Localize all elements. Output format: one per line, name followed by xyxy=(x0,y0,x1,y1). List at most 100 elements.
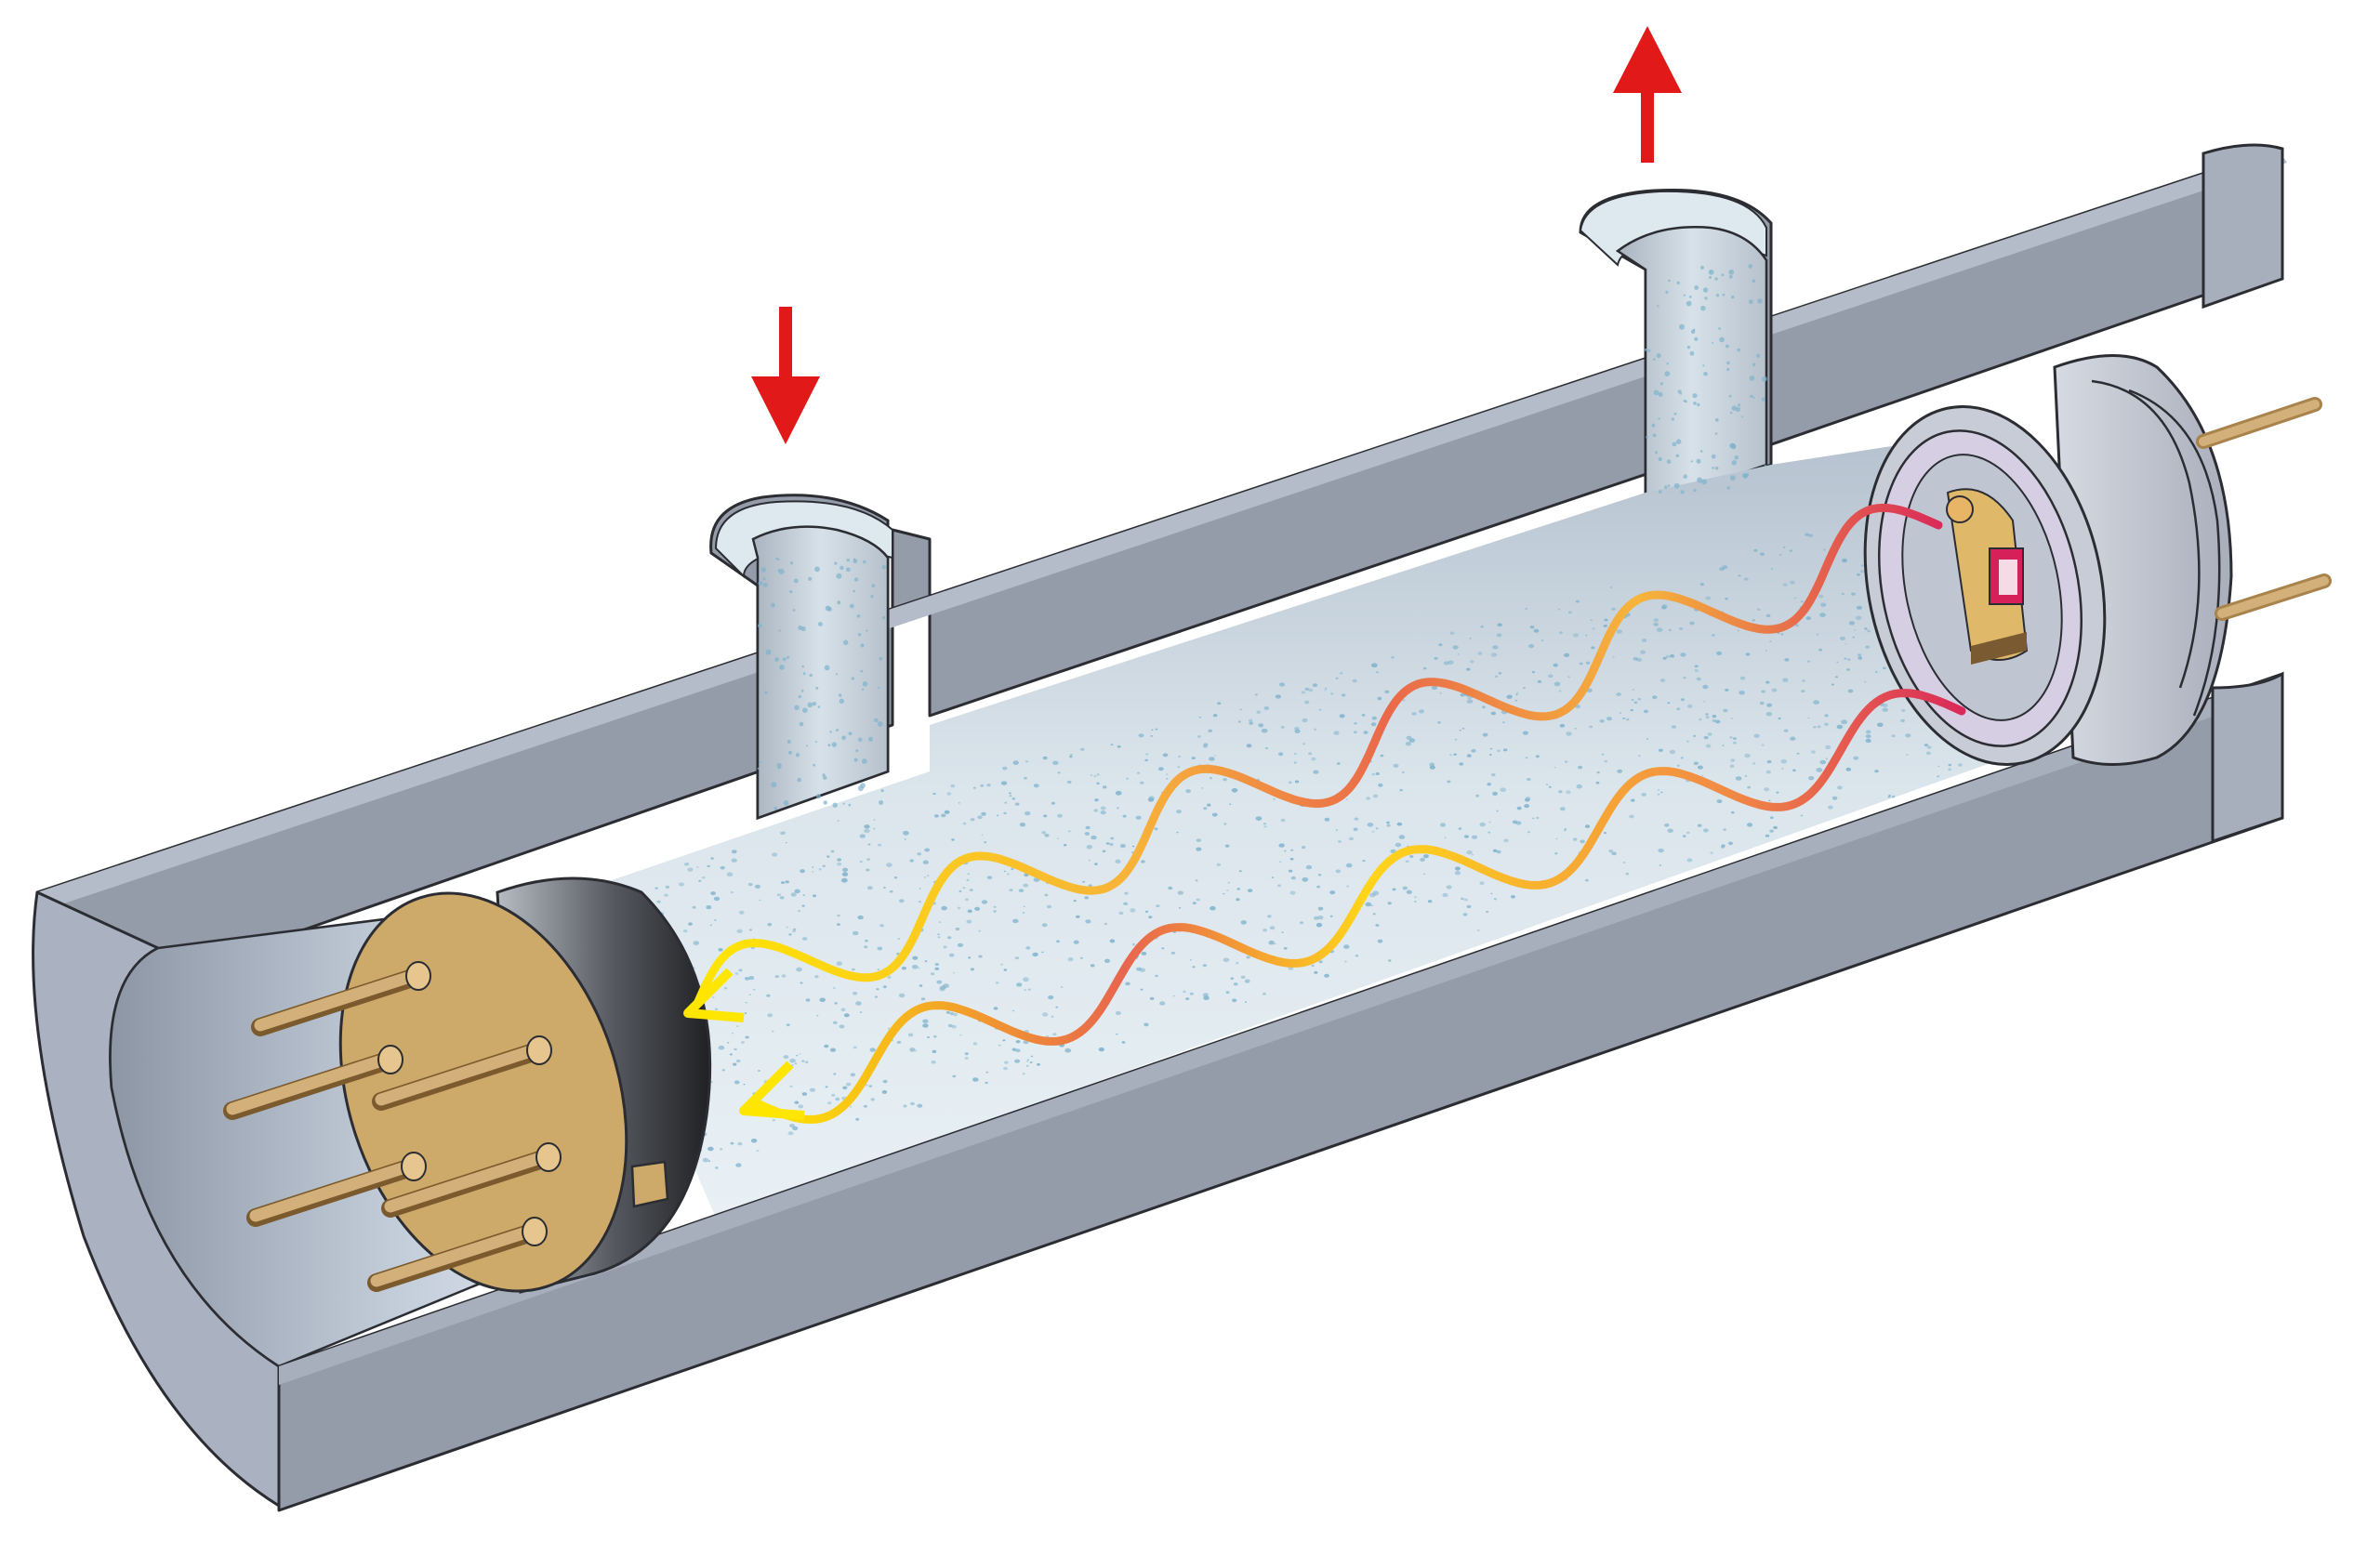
gas-particle xyxy=(1836,661,1839,664)
gas-particle xyxy=(1744,753,1751,758)
gas-particle xyxy=(1664,371,1671,376)
gas-particle xyxy=(1457,653,1460,655)
gas-particle xyxy=(1420,857,1425,862)
gas-particle xyxy=(1761,690,1765,693)
gas-particle xyxy=(1431,685,1438,691)
gas-particle xyxy=(1313,770,1319,774)
gas-particle xyxy=(1014,956,1020,960)
gas-particle xyxy=(1109,939,1116,943)
gas-particle xyxy=(1633,701,1638,704)
gas-particle xyxy=(1699,718,1702,721)
gas-particle xyxy=(1386,824,1391,827)
gas-particle xyxy=(1630,708,1634,712)
gas-particle xyxy=(1105,842,1110,845)
gas-particle xyxy=(802,894,806,896)
gas-particle xyxy=(1123,902,1129,905)
gas-particle xyxy=(822,775,827,780)
gas-particle xyxy=(1085,919,1091,924)
gas-particle xyxy=(1042,756,1048,760)
gas-particle xyxy=(1554,766,1556,769)
gas-particle xyxy=(1860,564,1865,567)
gas-particle xyxy=(1311,757,1316,761)
gas-particle xyxy=(1694,669,1699,672)
gas-particle xyxy=(1225,991,1230,995)
gas-particle xyxy=(1067,830,1071,833)
gas-particle xyxy=(1765,834,1770,837)
gas-particle xyxy=(1477,652,1483,655)
gas-particle xyxy=(1102,850,1106,853)
gas-particle xyxy=(1516,806,1522,810)
gas-particle xyxy=(1719,336,1725,343)
gas-particle xyxy=(748,929,752,931)
gas-particle xyxy=(1460,692,1465,697)
gas-particle xyxy=(1041,831,1047,835)
gas-particle xyxy=(1498,671,1502,675)
gas-particle xyxy=(801,904,805,907)
gas-particle xyxy=(789,1058,796,1063)
gas-particle xyxy=(1162,753,1169,758)
gas-particle xyxy=(1375,924,1380,927)
gas-particle xyxy=(1189,958,1192,961)
gas-particle xyxy=(934,967,940,970)
gas-particle xyxy=(934,963,939,966)
gas-particle xyxy=(1290,876,1296,880)
gas-particle xyxy=(1442,892,1448,898)
gas-particle xyxy=(1411,712,1417,716)
gas-particle xyxy=(1559,807,1566,811)
gas-particle xyxy=(1728,394,1732,398)
gas-particle xyxy=(1567,676,1570,679)
gas-particle xyxy=(937,933,940,936)
gas-particle xyxy=(1606,717,1612,721)
gas-particle xyxy=(1824,722,1829,726)
gas-particle xyxy=(1454,738,1458,741)
gas-particle xyxy=(1625,872,1630,876)
gas-particle xyxy=(912,955,919,960)
gas-particle xyxy=(730,891,734,894)
gas-particle xyxy=(1014,1059,1021,1063)
gas-particle xyxy=(1574,728,1577,730)
gas-particle xyxy=(1715,294,1720,297)
gas-particle xyxy=(1765,680,1770,684)
gas-particle xyxy=(1712,342,1714,344)
gas-particle xyxy=(1011,867,1014,871)
gas-particle xyxy=(1585,878,1589,882)
gas-particle xyxy=(859,1011,863,1013)
gas-particle xyxy=(1037,1062,1040,1066)
gas-particle xyxy=(664,893,668,897)
gas-particle xyxy=(1131,942,1136,946)
gas-particle xyxy=(857,915,864,920)
gas-particle xyxy=(759,761,761,764)
gas-particle xyxy=(1735,776,1742,781)
gas-particle xyxy=(1126,777,1129,780)
gas-particle xyxy=(1573,633,1580,638)
gas-particle xyxy=(1633,656,1638,661)
gas-particle xyxy=(1335,829,1339,831)
gas-particle xyxy=(813,763,815,767)
gas-particle xyxy=(865,939,868,942)
gas-particle xyxy=(1452,645,1459,650)
gas-particle xyxy=(1609,586,1613,588)
gas-particle xyxy=(1565,760,1568,763)
gas-particle xyxy=(986,784,991,787)
gas-particle xyxy=(1157,767,1164,771)
gas-particle xyxy=(1110,837,1115,840)
gas-particle xyxy=(1905,733,1911,738)
gas-particle xyxy=(1144,910,1149,913)
gas-particle xyxy=(823,800,827,805)
gas-particle xyxy=(812,871,814,873)
gas-particle xyxy=(1668,628,1672,632)
gas-particle xyxy=(707,1146,714,1152)
gas-particle xyxy=(1063,844,1067,847)
gas-particle xyxy=(1313,728,1317,731)
gas-particle xyxy=(841,735,846,741)
gas-particle xyxy=(1686,704,1693,708)
gas-particle xyxy=(1371,716,1378,720)
gas-particle xyxy=(1140,988,1144,991)
gas-particle xyxy=(1396,822,1403,826)
gas-particle xyxy=(718,948,723,952)
gas-particle xyxy=(1762,376,1767,382)
gas-particle xyxy=(1254,693,1259,696)
gas-particle xyxy=(1476,929,1480,931)
gas-particle xyxy=(1055,1006,1059,1008)
gas-particle xyxy=(917,1103,923,1108)
